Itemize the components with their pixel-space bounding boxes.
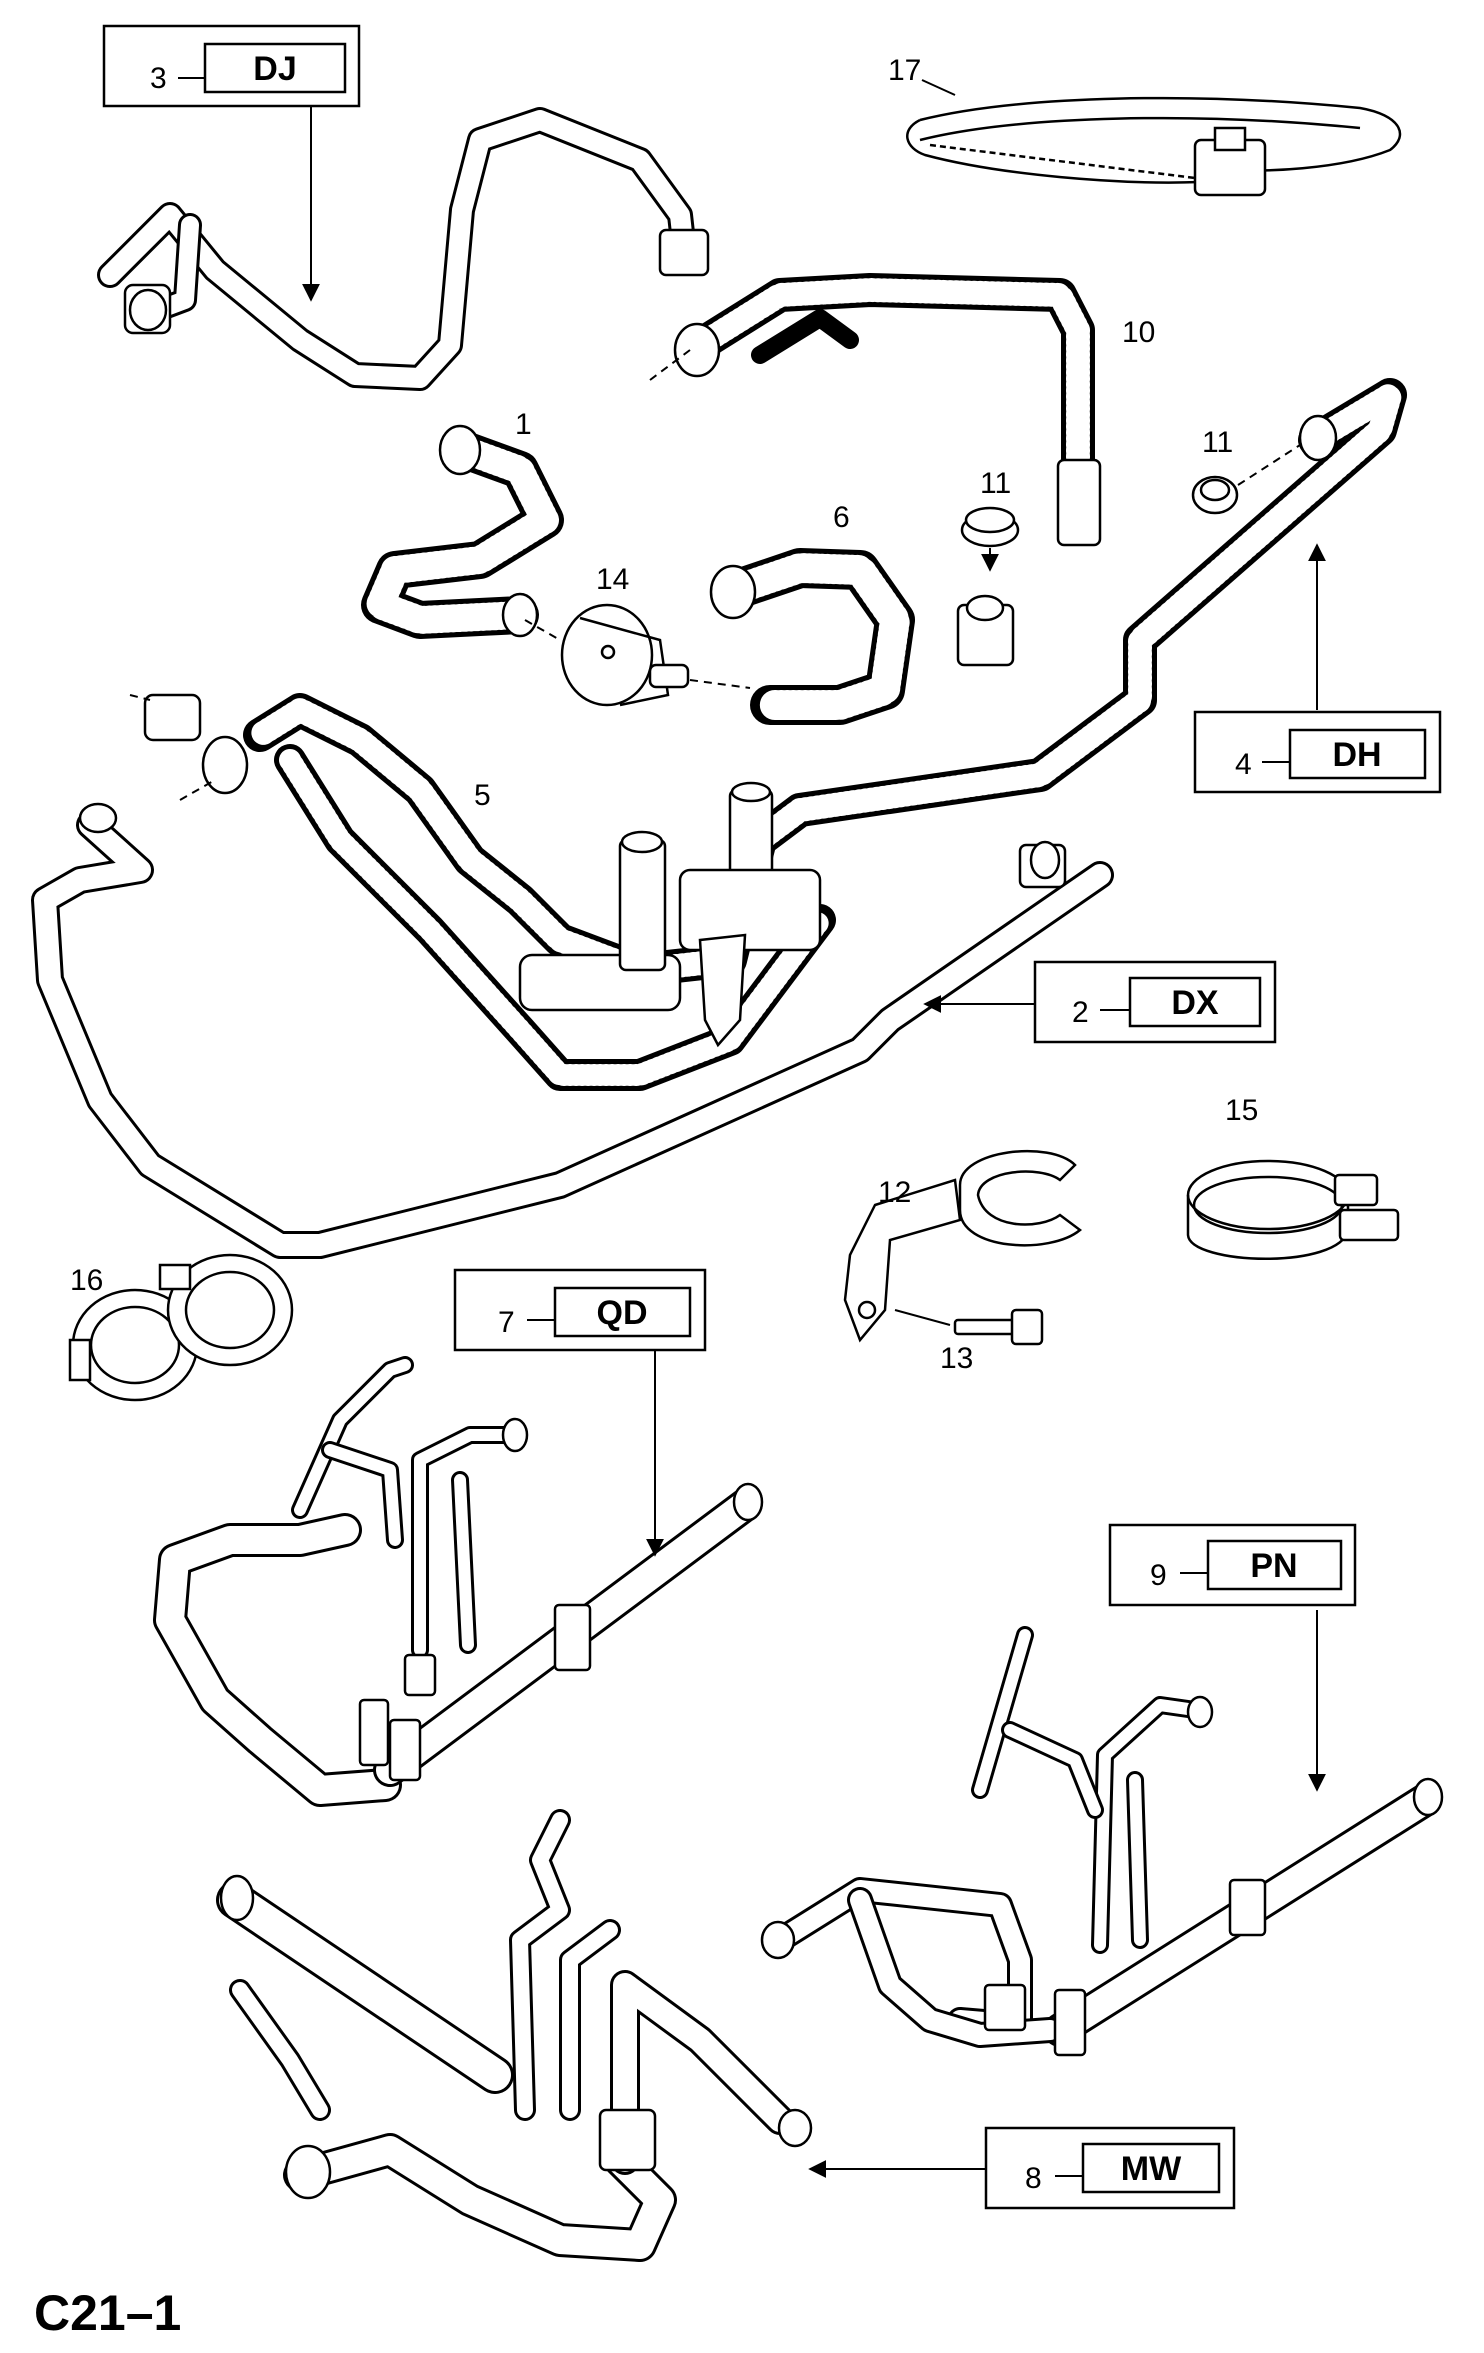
- callout-code: PN: [1250, 1547, 1297, 1585]
- callout-qd: 7 QD: [453, 1268, 707, 1352]
- hose-mw: [216, 1809, 813, 2262]
- clamp-11-right: [1191, 444, 1301, 515]
- page-id: C21–1: [34, 2285, 181, 2341]
- hose-dx: [31, 802, 1114, 1259]
- bracket-12: [843, 1149, 1083, 1343]
- hose-10: [649, 273, 1102, 547]
- callout-mw: 8 MW: [984, 2126, 1236, 2210]
- callout-code: QD: [597, 1294, 648, 1332]
- callout-dh: 4 DH: [1193, 710, 1442, 794]
- pointer-arrows: [302, 102, 1326, 2178]
- hose-6: [709, 548, 915, 725]
- callout-dx: 2 DX: [1033, 960, 1277, 1044]
- callout-code: MW: [1121, 2150, 1182, 2188]
- callout-number: 4: [1235, 748, 1252, 781]
- hose-5: [129, 693, 836, 1091]
- part-label: 14: [596, 563, 629, 596]
- clip-16: [68, 1253, 294, 1402]
- part-label: 1: [515, 408, 532, 441]
- clamp-11-left: [960, 506, 1020, 572]
- part-label: 10: [1122, 316, 1155, 349]
- part-label: 11: [1202, 426, 1233, 459]
- callout-dj: 3 DJ: [102, 24, 361, 108]
- callout-number: 7: [498, 1306, 515, 1339]
- callout-number: 3: [150, 62, 167, 95]
- part-label: 12: [878, 1176, 911, 1209]
- callout-number: 9: [1150, 1559, 1167, 1592]
- part-label: 13: [940, 1342, 973, 1375]
- callout-number: 2: [1072, 996, 1089, 1029]
- hose-1: [361, 424, 564, 639]
- callout-code: DH: [1332, 736, 1381, 774]
- callout-pn: 9 PN: [1108, 1523, 1357, 1607]
- band-clamp-17: [906, 96, 1402, 197]
- part-label: 16: [70, 1264, 103, 1297]
- valve-14: [524, 603, 751, 707]
- hose-dj: [97, 107, 710, 391]
- part-label: 5: [474, 779, 491, 812]
- hose-pn: [760, 1626, 1444, 2057]
- part-label: 15: [1225, 1094, 1258, 1127]
- part-labels: 17 10 1 11 11 6 14 5 15 12 13 16: [70, 54, 1258, 1375]
- hose-qd: [153, 1356, 764, 1807]
- callout-code: DX: [1171, 984, 1219, 1022]
- part-label: 11: [980, 467, 1011, 500]
- part-label: 6: [833, 501, 850, 534]
- callout-number: 8: [1025, 2162, 1042, 2195]
- clamp-15: [1186, 1159, 1400, 1260]
- valve-assembly: [518, 781, 822, 1048]
- bolt-13: [894, 1308, 1044, 1346]
- callout-code: DJ: [253, 50, 296, 88]
- part-label: 17: [888, 54, 921, 87]
